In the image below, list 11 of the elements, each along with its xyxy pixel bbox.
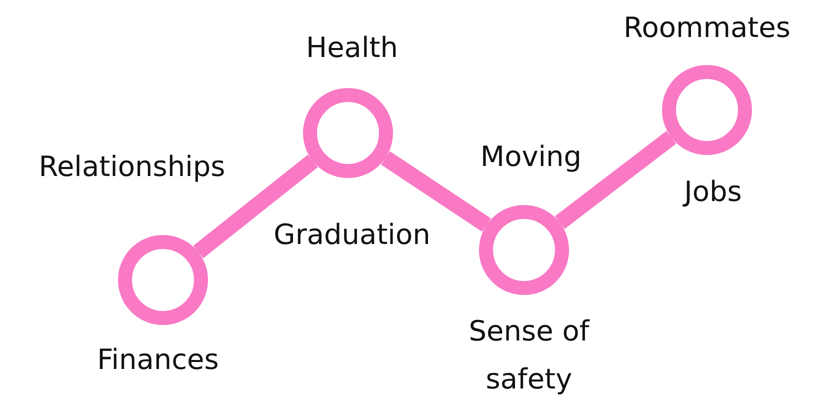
topic-label: Moving xyxy=(479,139,583,176)
topic-label: Jobs xyxy=(682,174,743,210)
topic-label: Finances xyxy=(96,342,220,378)
topic-label: Roommates xyxy=(622,10,792,46)
topic-label: Relationships xyxy=(38,149,226,186)
connector-line xyxy=(554,130,676,230)
topic-label: Graduation xyxy=(272,217,432,254)
topic-label: Sense of safety xyxy=(468,313,591,397)
topic-label: Health xyxy=(305,30,399,66)
connector-line xyxy=(193,154,318,258)
connector-line xyxy=(381,151,491,232)
